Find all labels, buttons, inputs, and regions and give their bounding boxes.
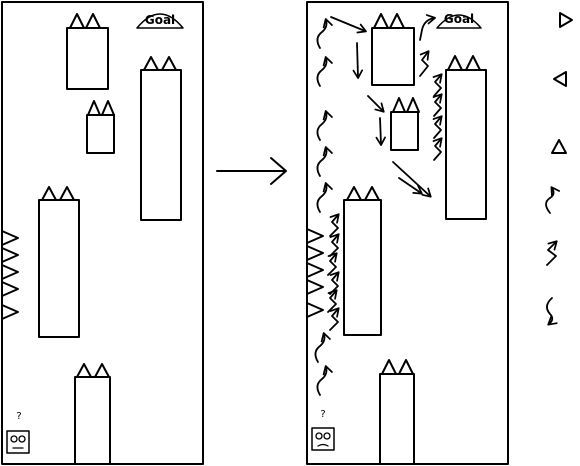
right-arrow-icon	[216, 157, 287, 185]
right-spiked-block-right	[445, 55, 487, 220]
left-spiked-block-middle	[38, 186, 80, 338]
right-spiked-block-top	[371, 13, 415, 86]
path-arrow	[327, 252, 338, 276]
path-arrow	[367, 95, 385, 113]
path-arrow	[316, 56, 333, 87]
path-arrow	[432, 73, 443, 97]
path-arrow	[329, 233, 340, 257]
path-arrow	[316, 146, 333, 177]
path-arrow-zigzag-icon	[546, 240, 558, 266]
path-arrow	[352, 42, 363, 79]
left-spiked-block-right	[140, 56, 182, 221]
right-wall-spikes	[306, 228, 324, 318]
path-arrows-straight	[330, 16, 432, 198]
left-level-border	[1, 1, 204, 465]
left-goal-marker: Goal	[136, 13, 184, 29]
path-arrow	[392, 161, 432, 198]
right-question-mark: ?	[320, 409, 325, 420]
path-arrow	[329, 307, 340, 331]
path-arrow	[375, 117, 386, 146]
path-arrow	[419, 14, 436, 41]
path-arrow	[329, 213, 340, 237]
right-level-border	[306, 1, 509, 465]
path-arrow	[419, 50, 430, 77]
path-arrow	[316, 365, 333, 396]
right-spiked-block-middle	[343, 186, 382, 336]
path-arrows-middle-zigzag	[327, 213, 340, 331]
left-goal-label: Goal	[145, 13, 175, 27]
left-spiked-block-top	[66, 13, 109, 90]
path-arrows-left-column	[314, 18, 333, 396]
right-spiked-block-small	[390, 97, 420, 151]
left-spiked-block-bottom	[74, 363, 111, 465]
right-player-face: ?	[311, 409, 335, 451]
path-arrow	[330, 16, 367, 34]
path-arrow	[316, 18, 333, 49]
path-arrow	[316, 110, 333, 141]
path-arrows-right-zigzag	[419, 14, 443, 161]
right-level-panel: Goal	[306, 1, 509, 465]
path-arrow-up-icon	[545, 186, 561, 214]
path-arrow	[316, 182, 333, 213]
left-level-panel: Goal	[1, 1, 204, 465]
path-arrow	[432, 137, 443, 161]
legend	[545, 12, 573, 326]
right-spike-icon	[559, 12, 573, 28]
path-arrow	[432, 115, 443, 139]
left-player-face: ?	[6, 411, 30, 454]
path-arrow	[314, 332, 331, 363]
left-spike-icon	[553, 71, 567, 87]
right-goal-label: Goal	[444, 12, 474, 26]
left-spiked-block-small	[86, 100, 115, 154]
right-spiked-block-bottom	[379, 359, 415, 465]
path-arrow	[432, 93, 443, 117]
up-spike-icon	[551, 139, 567, 154]
path-arrow-down-icon	[546, 297, 558, 326]
left-wall-spikes	[1, 230, 19, 320]
left-question-mark: ?	[16, 411, 21, 422]
path-arrow	[398, 177, 423, 195]
right-goal-marker: Goal	[436, 12, 482, 29]
